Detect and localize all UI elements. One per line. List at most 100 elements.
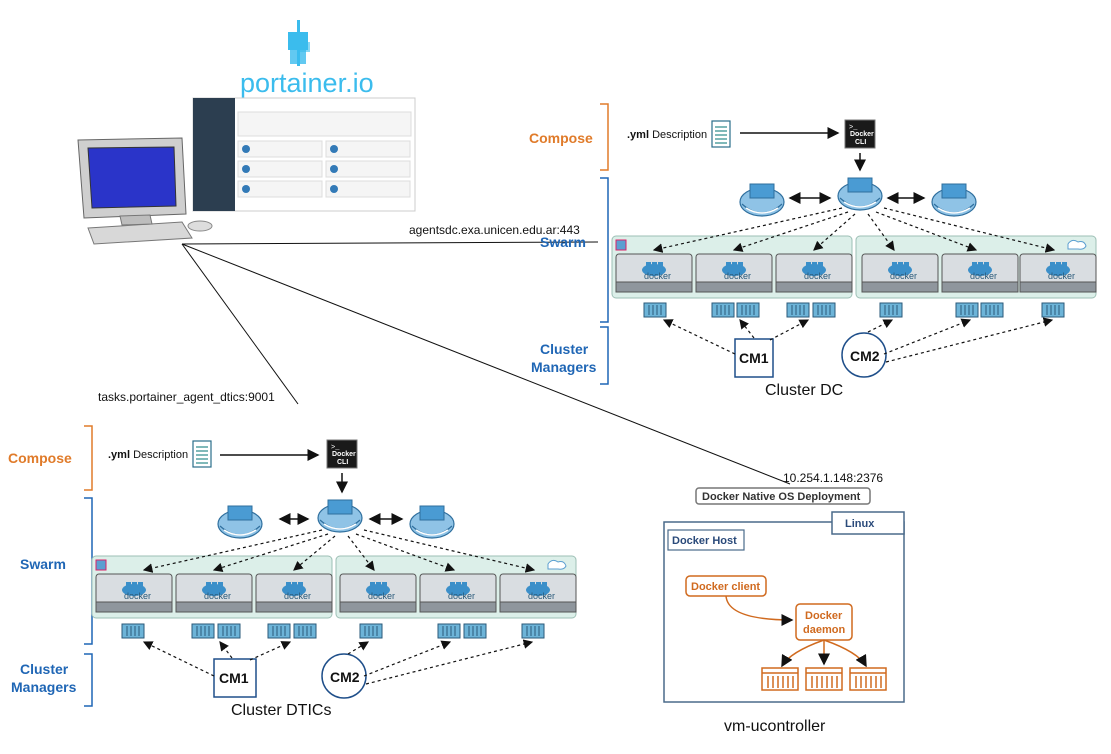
portainer-brand-text: portainer.io bbox=[240, 68, 374, 98]
managers-label-line1: Cluster bbox=[540, 341, 589, 357]
container-icon bbox=[849, 667, 887, 691]
vm-title: vm-ucontroller bbox=[724, 718, 826, 735]
container-icon bbox=[463, 623, 487, 639]
cm1-box bbox=[734, 338, 774, 378]
swarm-label: Swarm bbox=[540, 234, 586, 250]
swarm-label: Swarm bbox=[20, 556, 66, 572]
docker-daemon-line1: Docker bbox=[805, 610, 843, 622]
docker-client-label: Docker client bbox=[691, 581, 760, 593]
managers-bracket bbox=[84, 653, 93, 707]
connection-lines bbox=[181, 241, 791, 485]
managers-bracket bbox=[600, 326, 609, 385]
dc-manager-arrows bbox=[662, 317, 1054, 363]
yml-document-icon bbox=[711, 120, 731, 148]
swarm-manager-icon bbox=[217, 505, 263, 539]
yml-text: .yml Description bbox=[627, 129, 707, 141]
svg-text:Docker: Docker bbox=[332, 451, 356, 458]
managers-label-line1: Cluster bbox=[20, 661, 69, 677]
compose-bracket bbox=[600, 103, 609, 171]
container-icon bbox=[711, 302, 735, 318]
container-icon bbox=[121, 623, 145, 639]
node-label: docker bbox=[284, 591, 311, 601]
svg-text:Docker: Docker bbox=[850, 131, 874, 138]
managers-label-line2: Managers bbox=[531, 359, 597, 375]
docker-daemon-line2: daemon bbox=[803, 624, 845, 636]
container-icon bbox=[267, 623, 291, 639]
compose-bracket bbox=[84, 425, 93, 491]
vm-ucontroller: Docker Native OS Deployment Linux Docker… bbox=[663, 487, 905, 735]
deployment-label: Docker Native OS Deployment bbox=[702, 491, 861, 503]
container-icon bbox=[521, 623, 545, 639]
dtics-dashed-arrows bbox=[142, 529, 536, 573]
swarm-manager-icon bbox=[409, 505, 455, 539]
container-icon bbox=[1041, 302, 1065, 318]
cm2-label: CM2 bbox=[850, 348, 880, 364]
container-icon bbox=[293, 623, 317, 639]
yml-text: .yml Description bbox=[108, 449, 188, 461]
container-icon bbox=[437, 623, 461, 639]
cm1-box bbox=[213, 658, 257, 698]
deployment-badge bbox=[695, 487, 871, 505]
container-icon bbox=[980, 302, 1004, 318]
cm2-circle bbox=[321, 653, 367, 699]
linux-tab bbox=[831, 511, 905, 535]
node-label: docker bbox=[724, 271, 751, 281]
node-label: docker bbox=[644, 271, 671, 281]
dtics-manager-arrows bbox=[142, 639, 534, 685]
compose-label: Compose bbox=[8, 450, 72, 466]
container-icon bbox=[217, 623, 241, 639]
swarm-bracket bbox=[600, 177, 609, 323]
container-icon bbox=[761, 667, 799, 691]
cm2-circle bbox=[841, 332, 887, 378]
dc-dashed-arrows bbox=[652, 207, 1056, 253]
container-icon bbox=[736, 302, 760, 318]
cm2-label: CM2 bbox=[330, 669, 360, 685]
docker-host-label: Docker Host bbox=[672, 535, 737, 547]
layer-icon bbox=[95, 559, 107, 571]
cluster-dtics-title: Cluster DTICs bbox=[231, 702, 331, 719]
node-label: docker bbox=[528, 591, 555, 601]
layer-icon bbox=[615, 239, 627, 251]
container-icon bbox=[359, 623, 383, 639]
cluster-dc-title: Cluster DC bbox=[765, 382, 843, 399]
swarm-manager-icon bbox=[317, 499, 363, 533]
swarm-manager-icon bbox=[931, 183, 977, 217]
node-label: docker bbox=[368, 591, 395, 601]
cluster-dtics: Compose Swarm Cluster Managers .yml Desc… bbox=[8, 425, 577, 719]
dtics-endpoint-label: tasks.portainer_agent_dtics:9001 bbox=[98, 390, 275, 404]
computer-icon bbox=[77, 137, 213, 245]
yml-document-icon bbox=[192, 440, 212, 468]
cloud-icon bbox=[547, 559, 567, 570]
container-icon bbox=[643, 302, 667, 318]
svg-text:CLI: CLI bbox=[855, 139, 866, 146]
cm1-label: CM1 bbox=[739, 350, 769, 366]
node-label: docker bbox=[970, 271, 997, 281]
node-label: docker bbox=[890, 271, 917, 281]
container-icon bbox=[812, 302, 836, 318]
dc-endpoint-label: agentsdc.exa.unicen.edu.ar:443 bbox=[409, 223, 580, 237]
managers-label-line2: Managers bbox=[11, 679, 77, 695]
portainer-dashboard-thumbnail bbox=[192, 97, 416, 212]
cm1-label: CM1 bbox=[219, 670, 249, 686]
container-icon bbox=[879, 302, 903, 318]
cluster-dc: Compose Swarm Cluster Managers .yml Desc… bbox=[529, 103, 1097, 399]
cloud-icon bbox=[1067, 239, 1087, 250]
container-icon bbox=[955, 302, 979, 318]
container-icon bbox=[805, 667, 843, 691]
swarm-bracket bbox=[84, 497, 93, 645]
node-label: docker bbox=[448, 591, 475, 601]
swarm-manager-icon bbox=[739, 183, 785, 217]
container-icon bbox=[786, 302, 810, 318]
portainer-logo bbox=[288, 20, 310, 66]
node-label: docker bbox=[124, 591, 151, 601]
docker-host-tab bbox=[667, 529, 745, 551]
compose-label: Compose bbox=[529, 130, 593, 146]
node-label: docker bbox=[804, 271, 831, 281]
node-label: docker bbox=[1048, 271, 1075, 281]
container-icon bbox=[191, 623, 215, 639]
linux-label: Linux bbox=[845, 518, 875, 530]
svg-text:CLI: CLI bbox=[337, 459, 348, 466]
vm-endpoint-label: 10.254.1.148:2376 bbox=[783, 471, 883, 485]
swarm-manager-icon bbox=[837, 177, 883, 211]
node-label: docker bbox=[204, 591, 231, 601]
